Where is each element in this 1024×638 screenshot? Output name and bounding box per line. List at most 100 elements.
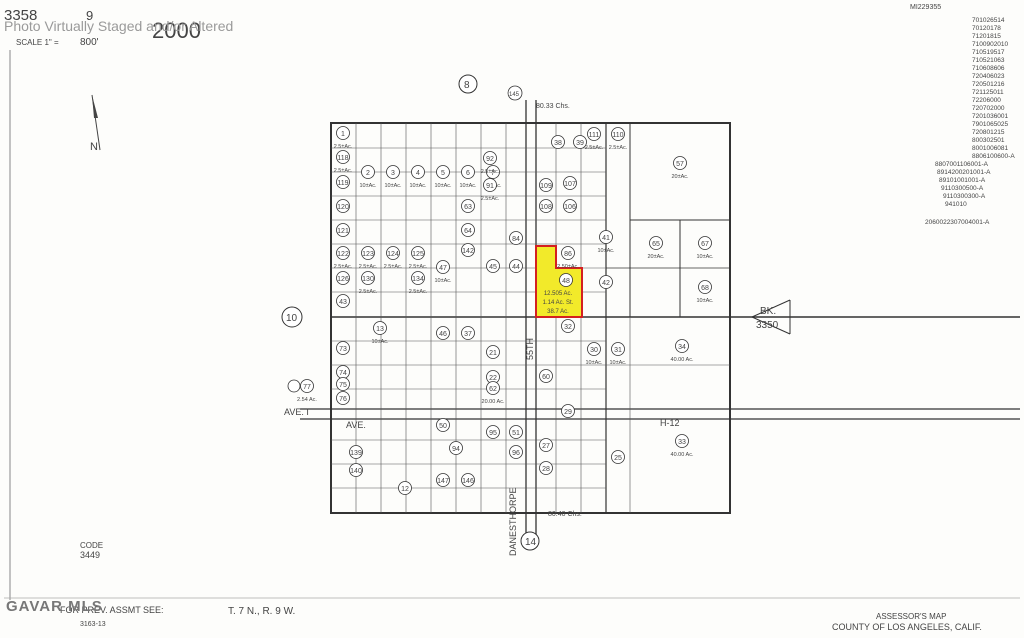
parcel-circle: [509, 445, 523, 459]
parcel-acreage: 2.5±Ac.: [334, 168, 353, 174]
parcel-number: 139: [350, 450, 362, 457]
highlight-acreage: 1.14 Ac. St.: [543, 300, 574, 306]
reference-number: 710521063: [972, 57, 1005, 64]
parcel-acreage: 10±Ac.: [384, 183, 402, 189]
parcel-circle: [300, 379, 314, 393]
bk-number: 3350: [756, 320, 779, 331]
parcel-number: 122: [337, 251, 349, 258]
parcel-number: 51: [512, 430, 520, 437]
parcel-number: 96: [512, 450, 520, 457]
parcel-circle: [436, 418, 450, 432]
parcel-circle: [486, 345, 500, 359]
parcel-circle: [483, 151, 497, 165]
parcel-number: 29: [564, 409, 572, 416]
assessor-map-title: ASSESSOR'S MAP: [876, 612, 946, 621]
parcel-number: 30: [590, 347, 598, 354]
parcel-acreage: 10±Ac.: [609, 360, 627, 366]
parcel-circle: [336, 391, 350, 405]
parcel-number: 60: [542, 374, 550, 381]
road-ave: AVE.: [346, 420, 366, 430]
parcel-acreage: 10±Ac.: [696, 254, 714, 260]
parcel-acreage: 20±Ac.: [671, 174, 689, 180]
parcel-acreage: 10±Ac.: [459, 183, 477, 189]
parcel-circle: [587, 127, 601, 141]
parcel-number: 6: [466, 170, 470, 177]
parcel-acreage: 2.5±Ac.: [481, 196, 500, 202]
county-title: COUNTY OF LOS ANGELES, CALIF.: [832, 622, 982, 632]
parcel-number: 34: [678, 344, 686, 351]
parcel-circle: [483, 178, 497, 192]
reference-number: 8914200201001-A: [937, 169, 991, 176]
parcel-acreage: 40.00 Ac.: [671, 357, 694, 363]
parcel-circle: [611, 127, 625, 141]
parcel-circle: [349, 463, 363, 477]
parcel-circle: [539, 438, 553, 452]
adjacent-map-top: 8: [464, 80, 470, 91]
parcel-circle: [349, 445, 363, 459]
parcel-circle: [675, 339, 689, 353]
parcel-circle: [563, 199, 577, 213]
street-55th: 55TH: [525, 338, 535, 360]
parcel-number: 2: [366, 170, 370, 177]
parcel-circle: [336, 175, 350, 189]
reference-number: 7201036001: [972, 113, 1009, 120]
reference-number: 9110300500-A: [941, 185, 984, 192]
reference-number: 720501216: [972, 81, 1005, 88]
parcel-circle: [539, 461, 553, 475]
parcel-number: 7: [491, 170, 495, 177]
parcel-circle: [386, 246, 400, 260]
parcel-circle: [449, 441, 463, 455]
parcel-acreage: 10±Ac.: [434, 183, 452, 189]
parcel-number: 147: [437, 478, 449, 485]
parcel-number: 46: [439, 331, 447, 338]
parcel-circle: [561, 246, 575, 260]
parcel-number: 74: [339, 370, 347, 377]
parcel-acreage: 20±Ac.: [647, 254, 665, 260]
parcel-number: 57: [676, 161, 684, 168]
parcel-acreage: 2.5±Ac.: [481, 169, 500, 175]
parcel-circle: [336, 223, 350, 237]
parcel-circle: [486, 425, 500, 439]
parcel-number: 32: [564, 324, 572, 331]
parcel-acreage: 10±Ac.: [371, 339, 389, 345]
parcel-number: 73: [339, 346, 347, 353]
parcel-number: 107: [564, 181, 576, 188]
parcel-number: 5: [441, 170, 445, 177]
parcel-number: 134: [412, 276, 424, 283]
prev-assmt-label: FOR PREV. ASSMT SEE:: [60, 605, 164, 615]
parcel-circle: [461, 223, 475, 237]
reference-number: 710519517: [972, 49, 1005, 56]
parcel-acreage: 2.5±Ac.: [384, 264, 403, 270]
parcel-number: 77: [303, 384, 311, 391]
parcel-number: 38: [554, 140, 562, 147]
parcel-circle: [561, 404, 575, 418]
parcel-circle: [461, 243, 475, 257]
parcel-acreage: 2.5±Ac.: [334, 264, 353, 270]
parcel-number: 4: [416, 170, 420, 177]
parcel-circle: [336, 271, 350, 285]
parcel-circle: [563, 176, 577, 190]
parcel-circle: [398, 481, 412, 495]
parcel-circle: [675, 434, 689, 448]
parcel-acreage: 10±Ac.: [434, 278, 452, 284]
reference-number: 71201815: [972, 33, 1001, 40]
parcel-acreage: 2.5±Ac.: [409, 264, 428, 270]
parcel-acreage: 10±Ac.: [585, 360, 603, 366]
reference-number: 8807001106001-A: [935, 161, 989, 168]
parcel-circle: [611, 450, 625, 464]
parcel-number: 146: [462, 478, 474, 485]
highlighted-parcel[interactable]: [535, 245, 583, 318]
parcel-number: 111: [589, 132, 600, 139]
reference-numbers: 7010265147012017871201815710090201071051…: [925, 17, 1015, 226]
parcel-number: 68: [701, 285, 709, 292]
parcel-circle: [673, 156, 687, 170]
parcel-number: 109: [540, 183, 552, 190]
parcel-circle: [436, 473, 450, 487]
parcel-acreage: 2.5±Ac.: [359, 289, 378, 295]
parcel-circle: [411, 271, 425, 285]
reference-number: 720406023: [972, 73, 1005, 80]
parcel-number: 130: [362, 276, 374, 283]
parcel-number: 119: [337, 180, 348, 187]
parcel-circle: [461, 326, 475, 340]
